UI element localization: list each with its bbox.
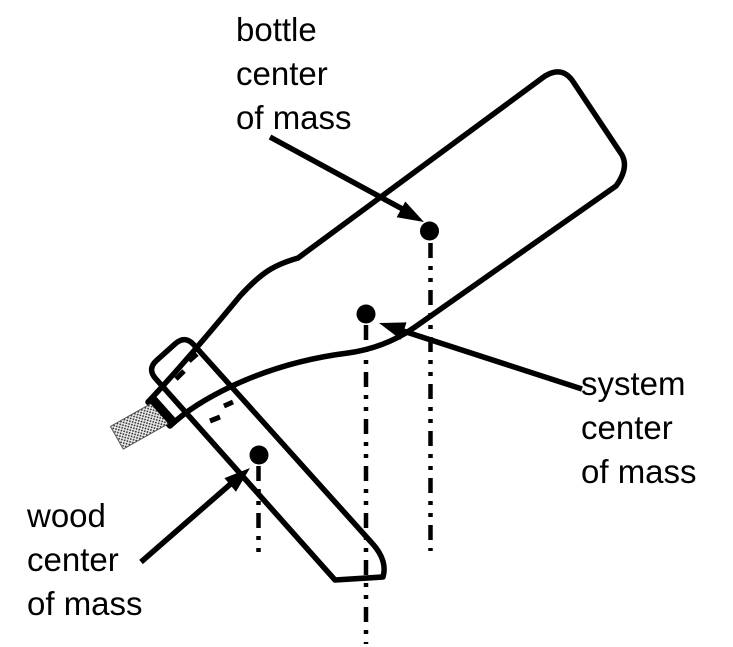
bottle-center-of-mass-label: bottle center of mass (236, 8, 352, 140)
wood-label-line-3: of mass (27, 585, 143, 622)
wood-label-line-2: center (27, 541, 119, 578)
bottle-label-line-2: center (236, 55, 328, 92)
bottle-label-line-3: of mass (236, 99, 352, 136)
bottle-outline (145, 69, 628, 429)
bottle-com-arrow (268, 134, 424, 222)
wood-center-of-mass-label: wood center of mass (27, 494, 143, 626)
wood-com-arrow (139, 468, 250, 565)
bottle-lip (148, 395, 179, 428)
system-center-of-mass-label: system center of mass (581, 362, 697, 494)
system-label-line-1: system (581, 365, 686, 402)
wood-label-line-1: wood (27, 497, 106, 534)
hidden-hole-dashes (174, 352, 235, 424)
wood-com-arrowhead (224, 468, 250, 492)
system-com-dot (356, 304, 376, 324)
plumb-lines (256, 243, 433, 644)
bottle-com-dot (420, 221, 439, 241)
system-label-line-2: center (581, 409, 673, 446)
system-com-arrowhead (379, 322, 407, 340)
wood-stick-outline (148, 336, 387, 583)
wood-com-dot (249, 445, 269, 465)
system-label-line-3: of mass (581, 453, 697, 490)
bottle-com-arrowhead (396, 201, 424, 222)
system-com-arrow (379, 322, 583, 392)
bottle-label-line-1: bottle (236, 11, 317, 48)
